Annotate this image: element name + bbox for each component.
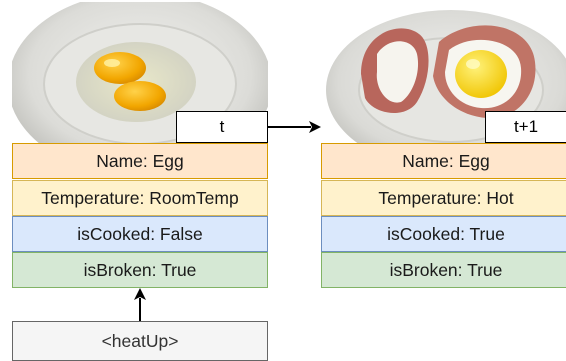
before-name-field: Name: Egg <box>12 143 268 179</box>
after-temperature-field: Temperature: Hot <box>321 180 566 216</box>
action-arrow <box>134 288 146 321</box>
before-temperature-field: Temperature: RoomTemp <box>12 180 268 216</box>
action-heatup-box: <heatUp> <box>12 321 268 361</box>
after-name-field: Name: Egg <box>321 143 566 179</box>
before-isbroken-field: isBroken: True <box>12 252 268 288</box>
before-iscooked-field: isCooked: False <box>12 216 268 252</box>
transition-arrow <box>268 121 321 133</box>
time-label-t: t <box>176 111 268 143</box>
after-isbroken-field: isBroken: True <box>321 252 566 288</box>
time-label-t-plus-1: t+1 <box>485 111 566 143</box>
raw-egg-image <box>12 2 268 152</box>
after-iscooked-field: isCooked: True <box>321 216 566 252</box>
